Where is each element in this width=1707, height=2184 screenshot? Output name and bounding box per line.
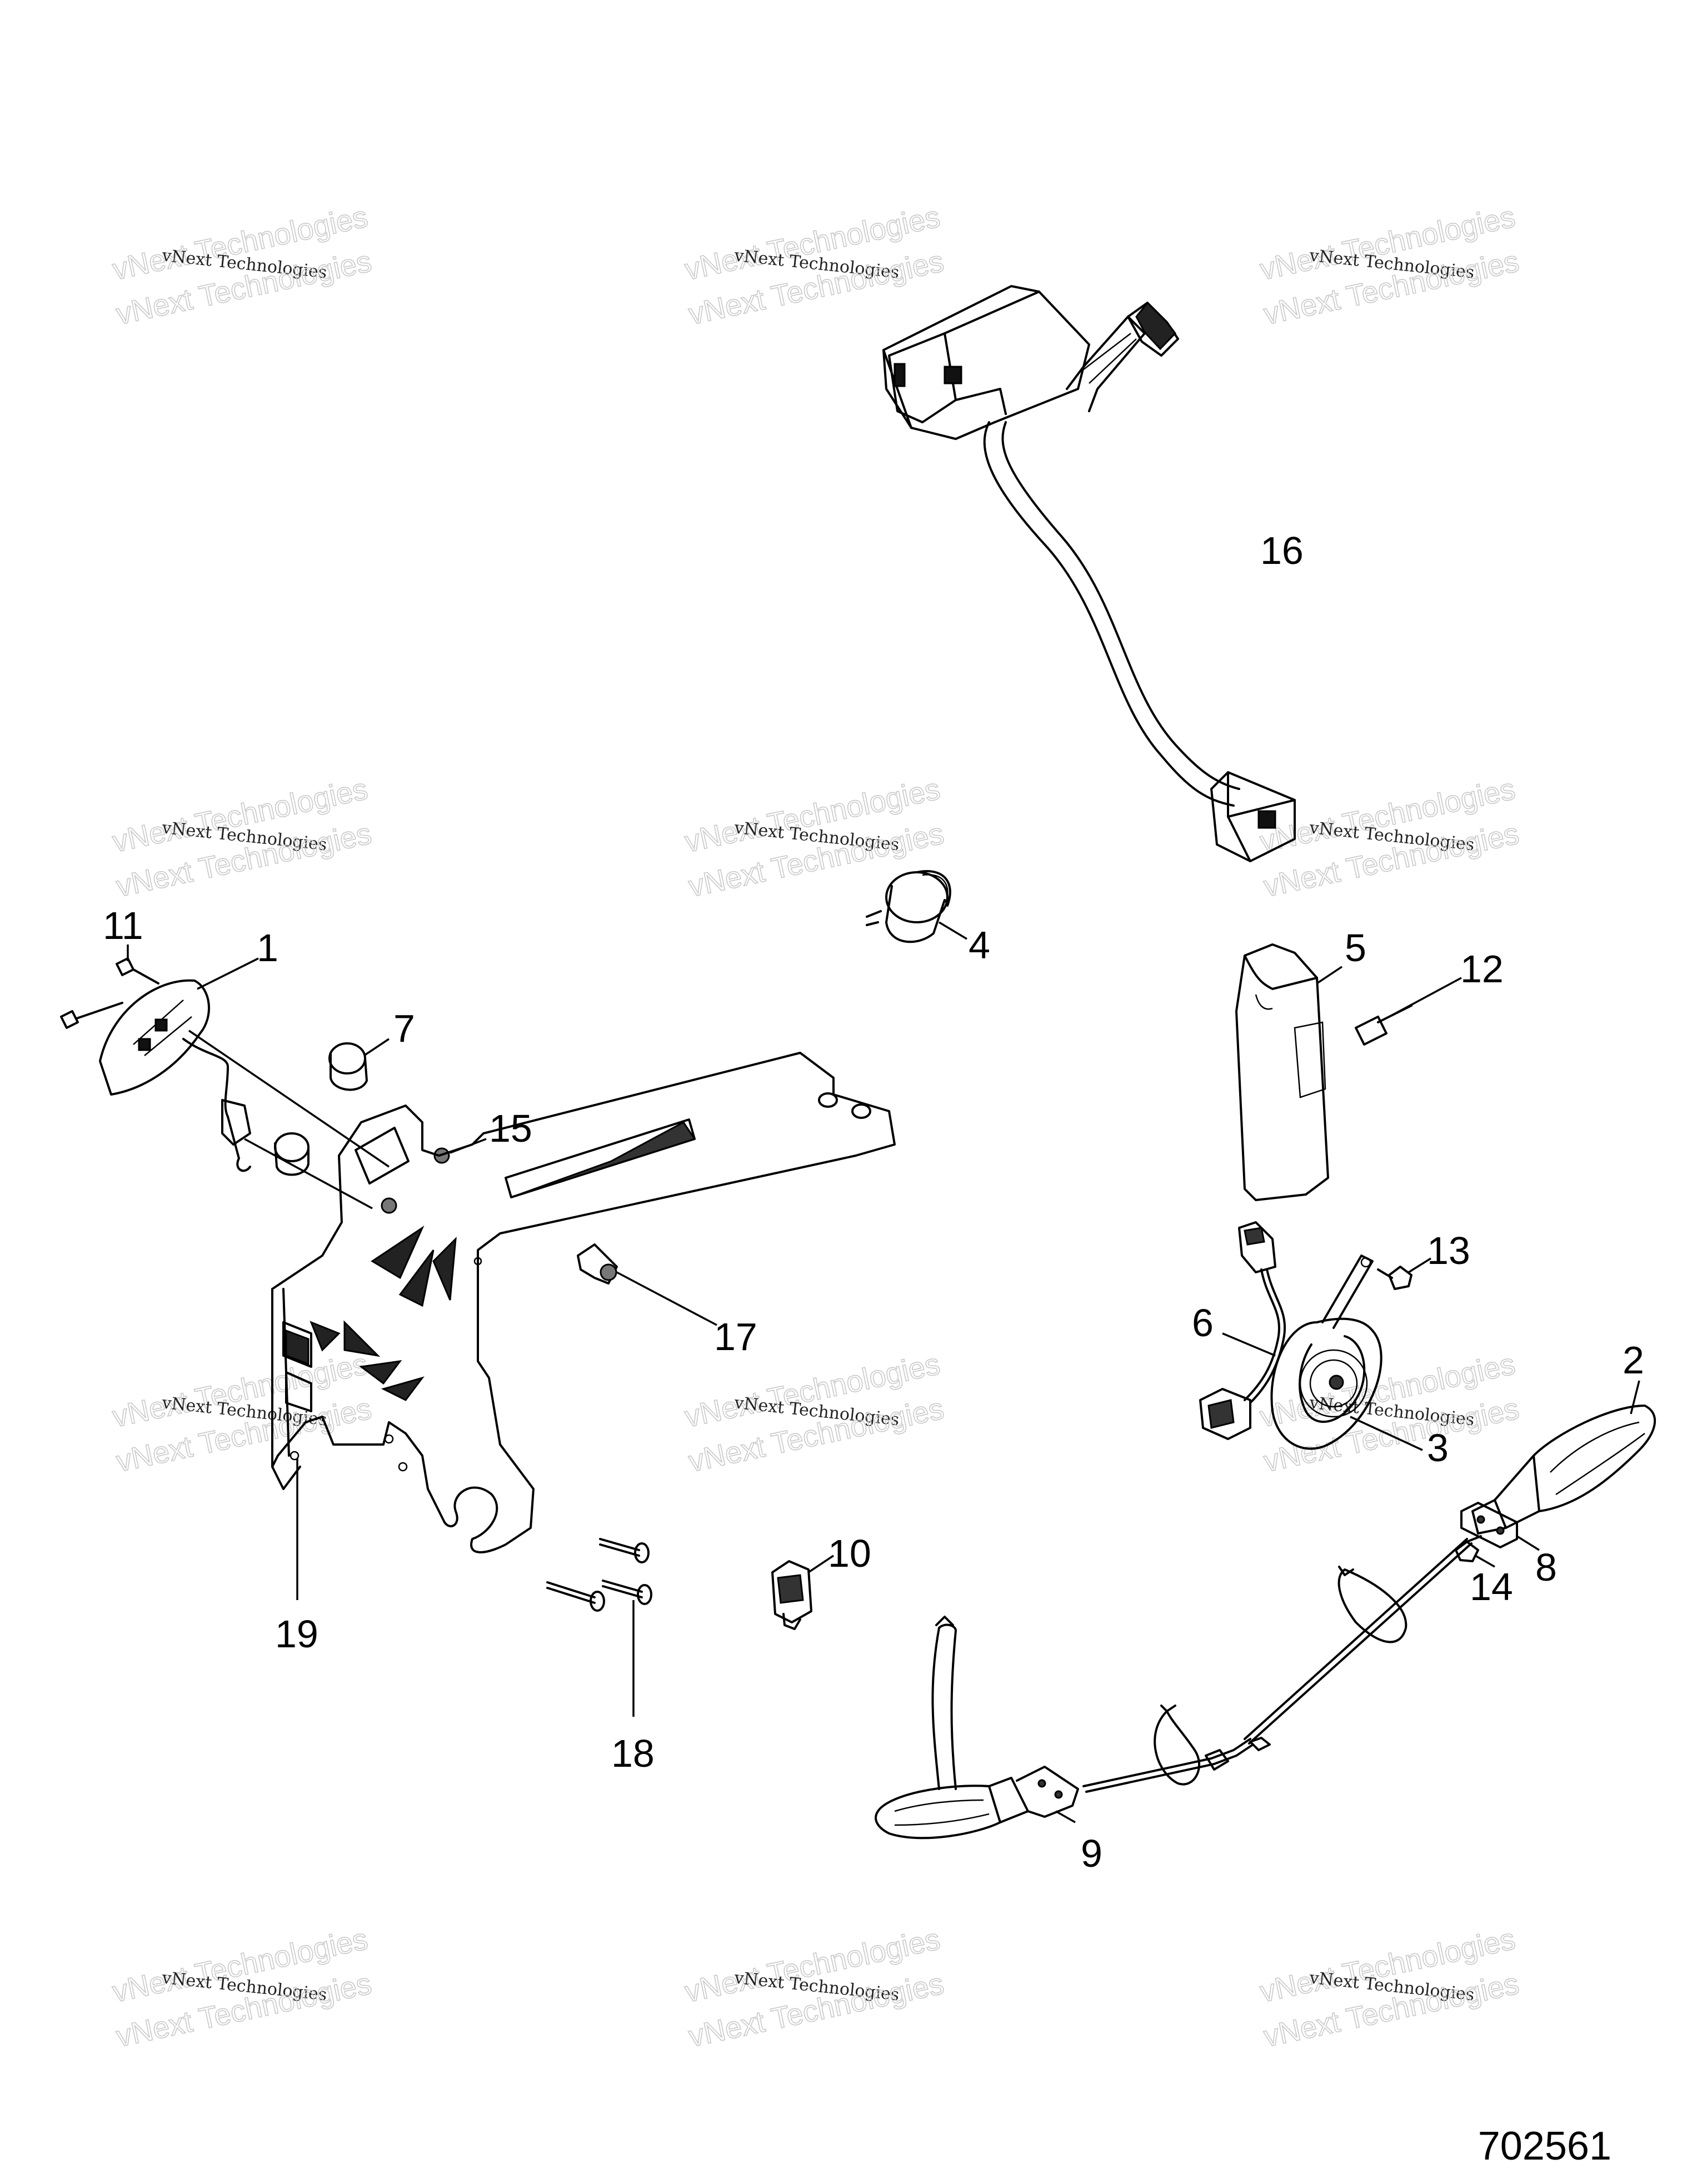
callout-3: 3 bbox=[1427, 1426, 1449, 1470]
callout-18: 18 bbox=[611, 1732, 655, 1775]
callout-2: 2 bbox=[1623, 1338, 1644, 1382]
callout-14: 14 bbox=[1470, 1565, 1513, 1608]
callout-1: 1 bbox=[257, 926, 278, 969]
callout-7: 7 bbox=[393, 1007, 415, 1050]
callout-4: 4 bbox=[969, 923, 990, 967]
callout-16: 16 bbox=[1260, 529, 1304, 572]
spacer-part-7 bbox=[188, 1029, 390, 1210]
callout-17: 17 bbox=[714, 1315, 757, 1358]
turn-signal-part-9 bbox=[875, 1616, 1079, 1840]
callout-13: 13 bbox=[1427, 1229, 1470, 1272]
tail-light-part-1 bbox=[60, 944, 259, 1172]
turn-signal-harness bbox=[1082, 1538, 1473, 1793]
horn-harness-part-6 bbox=[1199, 1221, 1286, 1440]
screw-part-12 bbox=[1355, 977, 1462, 1046]
multifunction-switch-part-16 bbox=[882, 285, 1296, 862]
callout-11: 11 bbox=[103, 904, 143, 947]
bracket-part-19 bbox=[271, 1052, 896, 1600]
callout-6: 6 bbox=[1192, 1301, 1214, 1345]
callout-5: 5 bbox=[1345, 926, 1366, 969]
callout-19: 19 bbox=[275, 1612, 318, 1656]
nut-part-14 bbox=[1455, 1535, 1495, 1568]
callout-9: 9 bbox=[1081, 1832, 1102, 1875]
document-number: 702561 bbox=[1478, 2124, 1611, 2168]
callout-10: 10 bbox=[828, 1532, 871, 1575]
relay-part-4 bbox=[866, 870, 967, 943]
horn-part-3 bbox=[1270, 1255, 1431, 1451]
cover-part-5 bbox=[1235, 943, 1342, 1201]
bolt-part-18 bbox=[546, 1538, 652, 1717]
connector-part-10 bbox=[771, 1555, 834, 1630]
clip-part-17 bbox=[577, 1243, 717, 1326]
callout-labels: 1 2 3 4 5 6 7 8 9 10 11 12 13 14 15 16 1… bbox=[103, 529, 1644, 1875]
callout-8: 8 bbox=[1535, 1546, 1557, 1589]
mount-plate-part-8 bbox=[1460, 1502, 1540, 1551]
nut-part-15 bbox=[381, 1138, 487, 1214]
callout-12: 12 bbox=[1460, 947, 1504, 991]
callout-15: 15 bbox=[489, 1107, 532, 1150]
